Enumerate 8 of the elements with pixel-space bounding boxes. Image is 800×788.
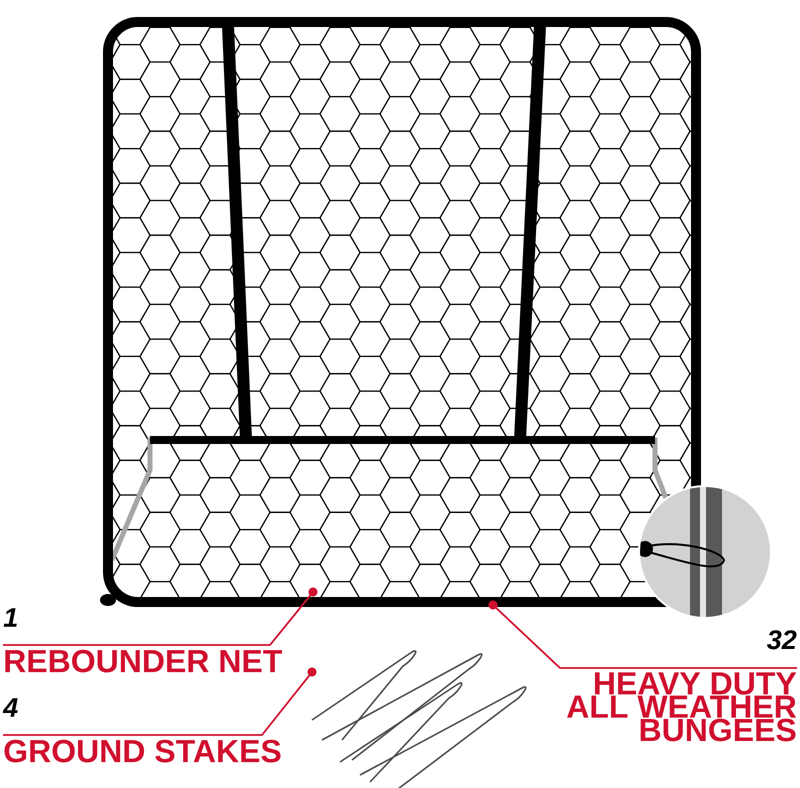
leader-line (488, 600, 797, 669)
callout-text: 4 GROUND STAKES (2, 698, 281, 762)
callout-text: 32 HEAVY DUTY ALL WEATHER BUNGEES (567, 630, 797, 742)
ground-stakes-drawing (312, 650, 526, 788)
callout-text: 1 REBOUNDER NET (4, 608, 282, 672)
leader-line (3, 668, 316, 736)
leader-line (3, 588, 318, 646)
rebounder-net-drawing (100, 17, 701, 607)
